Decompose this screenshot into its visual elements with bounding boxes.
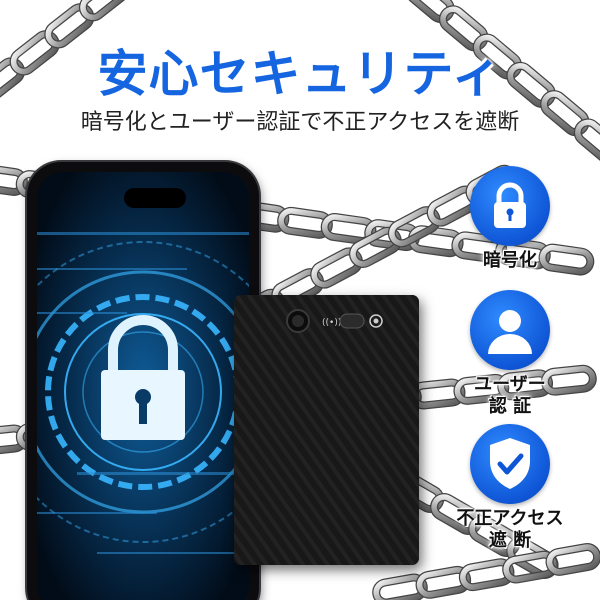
feature-label-block-access-line2: 遮 断: [488, 530, 532, 551]
headline-title: 安心セキュリティ: [97, 45, 503, 103]
device-buttons: ((•)): [286, 309, 383, 333]
feature-label-user-auth-line2: 認 証: [488, 396, 532, 417]
smartphone: [27, 162, 259, 600]
lock-icon: [101, 315, 185, 440]
user-icon: [470, 290, 550, 370]
security-device: ((•)): [234, 295, 419, 565]
headline-subtitle: 暗号化とユーザー認証で不正アクセスを遮断: [80, 110, 520, 135]
feature-label-block-access-line1: 不正アクセス: [456, 508, 564, 529]
phone-screen: [37, 172, 249, 600]
svg-text:((•)): ((•)): [322, 318, 341, 328]
padlock-icon: [470, 166, 550, 246]
feature-label-user-auth: ユーザー 認 証: [430, 374, 590, 418]
security-lock-graphic: [37, 172, 249, 600]
feature-label-encryption: 暗号化: [483, 250, 537, 271]
feature-label-block-access: 不正アクセス 遮 断: [430, 508, 590, 552]
shield-check-icon: [470, 424, 550, 504]
dynamic-island: [124, 188, 186, 208]
feature-label-user-auth-line1: ユーザー: [474, 374, 546, 395]
